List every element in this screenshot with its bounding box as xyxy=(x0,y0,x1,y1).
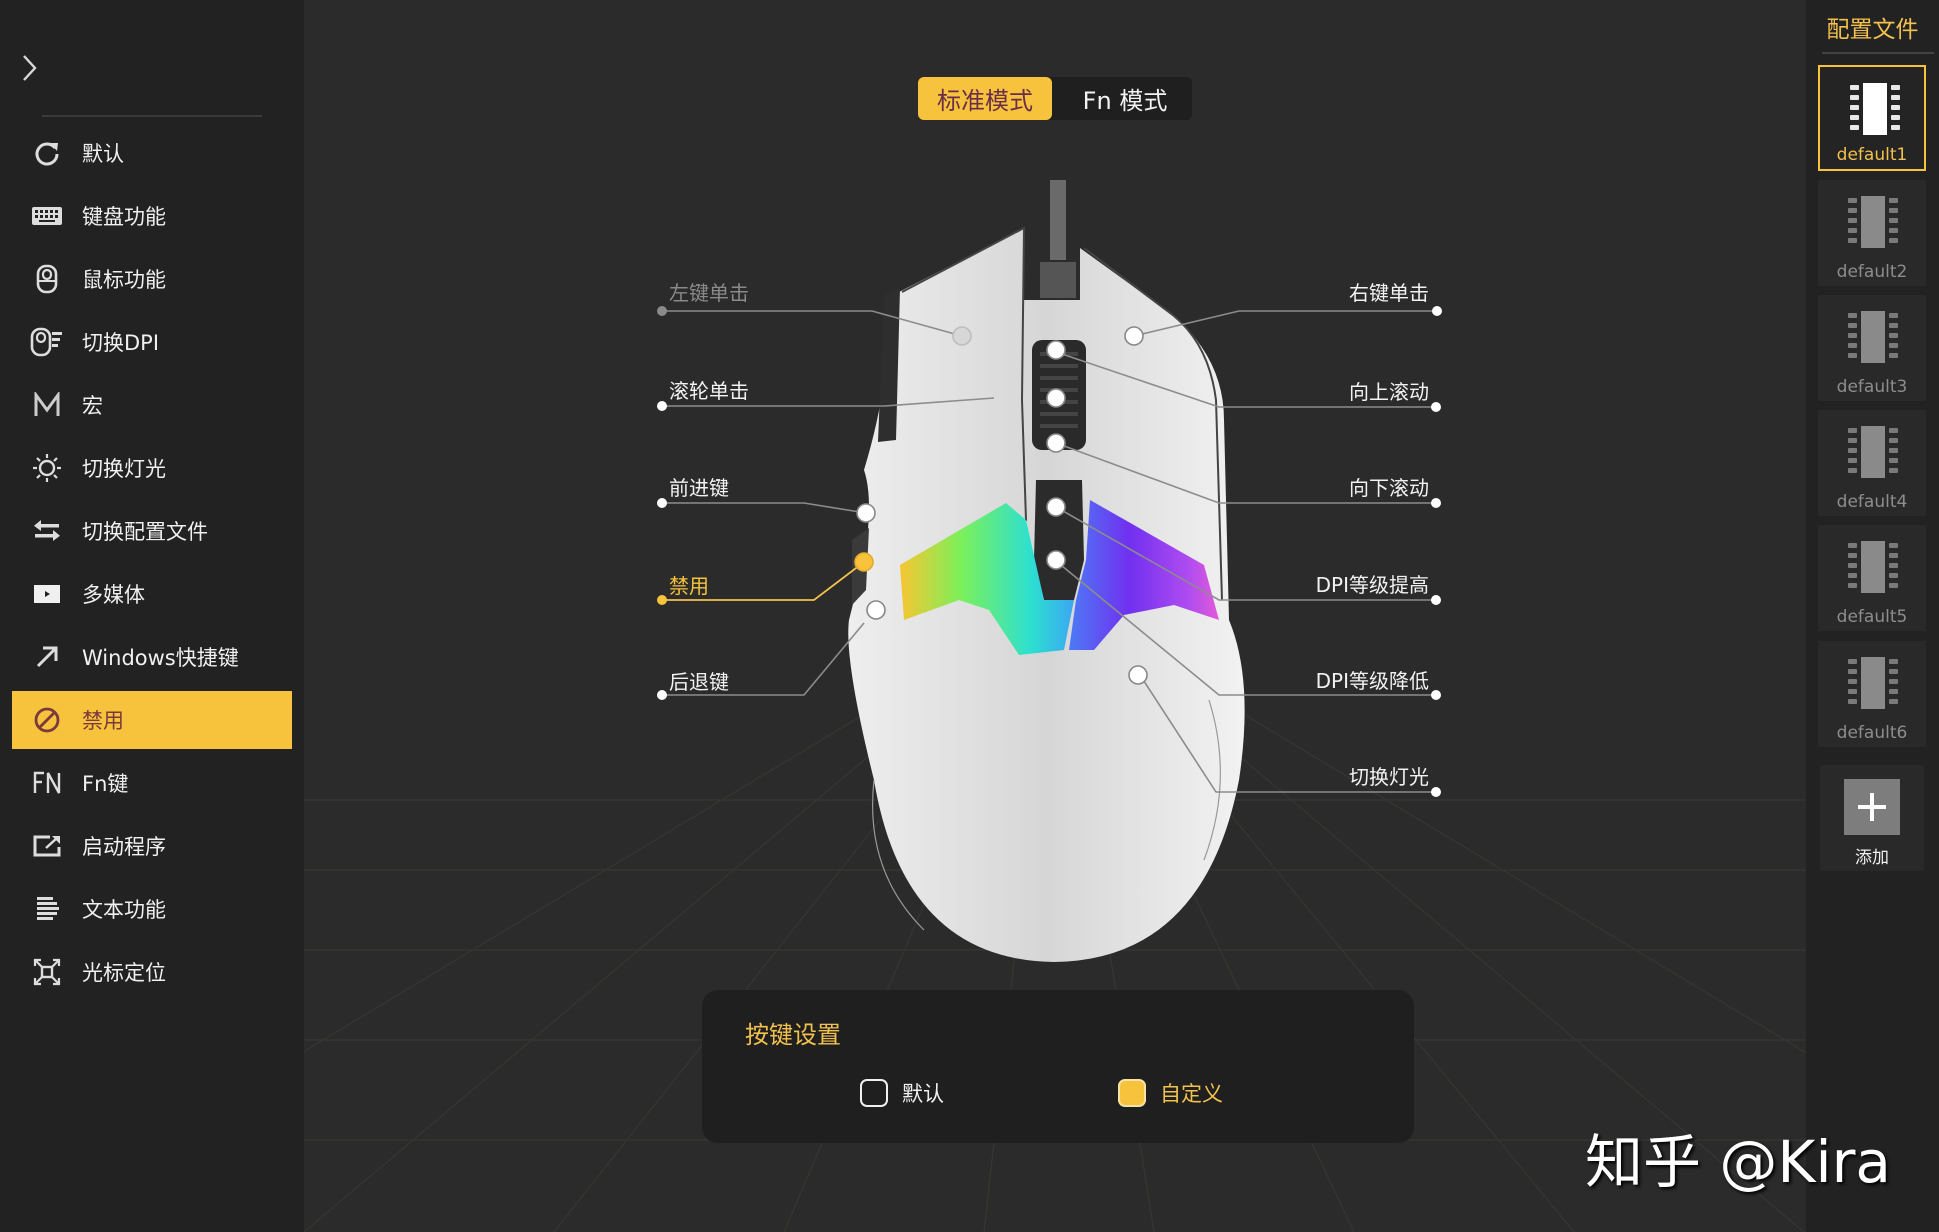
film-profile-icon xyxy=(1848,196,1898,248)
option-default[interactable]: 默认 xyxy=(860,1078,944,1108)
sidebar-item-label: 文本功能 xyxy=(82,898,166,922)
sidebar-item-text[interactable]: 文本功能 xyxy=(12,880,292,938)
plus-icon xyxy=(1844,779,1900,835)
media-icon xyxy=(12,584,82,604)
disable-icon xyxy=(12,706,82,734)
film-profile-icon xyxy=(1848,426,1898,478)
dpi-icon xyxy=(12,327,82,357)
profile-label: default2 xyxy=(1836,262,1908,282)
keyboard-icon xyxy=(12,205,82,227)
film-profile-icon xyxy=(1848,657,1898,709)
sidebar-item-disable[interactable]: 禁用 xyxy=(12,691,292,749)
callout-right-click[interactable]: 右键单击 xyxy=(1349,281,1429,305)
sidebar-item-label: 宏 xyxy=(82,394,103,418)
profile-card-default6[interactable]: default6 xyxy=(1818,641,1926,747)
option-default-label: 默认 xyxy=(902,1082,944,1106)
key-settings-title: 按键设置 xyxy=(745,1021,841,1049)
callout-wheel-click[interactable]: 滚轮单击 xyxy=(669,379,749,403)
callout-disabled-button[interactable]: 禁用 xyxy=(669,574,709,598)
sidebar-item-default[interactable]: 默认 xyxy=(12,124,292,182)
sidebar-item-label: 禁用 xyxy=(82,709,124,733)
sidebar-item-label: 多媒体 xyxy=(82,583,145,607)
light-icon xyxy=(12,453,82,483)
profile-label: default5 xyxy=(1836,607,1908,627)
option-custom[interactable]: 自定义 xyxy=(1118,1078,1223,1108)
mouse-illustration xyxy=(657,180,1442,962)
mouse-icon xyxy=(12,264,82,294)
launch-program-icon xyxy=(12,834,82,858)
chevron-right-icon[interactable] xyxy=(16,50,42,86)
add-profile-label: 添加 xyxy=(1855,848,1889,868)
mode-tab-group: 标准模式 Fn 模式 xyxy=(918,77,1192,120)
callout-back-button[interactable]: 后退键 xyxy=(669,670,729,694)
sidebar-item-label: Windows快捷键 xyxy=(82,646,239,670)
profile-divider xyxy=(1822,52,1934,54)
sidebar-item-label: 切换DPI xyxy=(82,331,160,355)
callout-scroll-up[interactable]: 向上滚动 xyxy=(1349,380,1429,404)
macro-icon xyxy=(12,392,82,418)
film-profile-icon xyxy=(1850,83,1900,135)
profile-card-default4[interactable]: default4 xyxy=(1818,410,1926,516)
checkbox-custom[interactable] xyxy=(1118,1079,1146,1107)
watermark: 知乎 @Kira xyxy=(1585,1128,1891,1196)
profile-panel-title: 配置文件 xyxy=(1826,17,1919,43)
profile-card-default2[interactable]: default2 xyxy=(1818,180,1926,286)
checkbox-default[interactable] xyxy=(860,1079,888,1107)
sidebar-item-mouse[interactable]: 鼠标功能 xyxy=(12,250,292,308)
film-profile-icon xyxy=(1848,311,1898,363)
profile-label: default3 xyxy=(1836,377,1908,397)
sidebar-item-light[interactable]: 切换灯光 xyxy=(12,439,292,497)
left-click-hotspot xyxy=(952,326,972,346)
sidebar-item-label: 光标定位 xyxy=(82,961,166,985)
profile-label: default1 xyxy=(1836,145,1908,165)
sidebar-item-label: 启动程序 xyxy=(82,835,166,859)
tab-fn-mode[interactable]: Fn 模式 xyxy=(1058,77,1192,120)
profile-card-default3[interactable]: default3 xyxy=(1818,295,1926,401)
sidebar-item-macro[interactable]: 宏 xyxy=(12,376,292,434)
tab-standard-mode[interactable]: 标准模式 xyxy=(918,77,1052,120)
sidebar-item-switch-profile[interactable]: 切换配置文件 xyxy=(12,502,292,560)
shortcut-arrow-icon xyxy=(12,644,82,670)
sidebar-item-windows-shortcut[interactable]: Windows快捷键 xyxy=(12,628,292,686)
callout-switch-light[interactable]: 切换灯光 xyxy=(1349,765,1429,789)
add-profile-button[interactable]: 添加 xyxy=(1820,765,1924,871)
switch-profile-icon xyxy=(12,519,82,543)
sidebar-item-label: 默认 xyxy=(82,142,124,166)
key-settings-panel: 按键设置 默认 自定义 xyxy=(702,990,1414,1143)
callout-dpi-down[interactable]: DPI等级降低 xyxy=(1315,669,1429,693)
callout-dpi-up[interactable]: DPI等级提高 xyxy=(1315,573,1429,597)
profile-label: default6 xyxy=(1836,723,1908,743)
reset-icon xyxy=(12,139,82,167)
function-sidebar: 默认 键盘功能 鼠标功能 切换DPI 宏 切换灯光 切换配置文件 xyxy=(0,0,304,1232)
sidebar-item-label: 鼠标功能 xyxy=(82,268,166,292)
fn-icon xyxy=(12,771,82,795)
sidebar-item-label: 切换灯光 xyxy=(82,457,166,481)
sidebar-item-dpi[interactable]: 切换DPI xyxy=(12,313,292,371)
film-profile-icon xyxy=(1848,541,1898,593)
sidebar-divider xyxy=(42,115,262,117)
sidebar-item-label: 切换配置文件 xyxy=(82,520,208,544)
option-custom-label: 自定义 xyxy=(1160,1082,1223,1106)
profile-panel: 配置文件 default1 default2 default3 default4… xyxy=(1806,0,1939,1232)
profile-card-default1[interactable]: default1 xyxy=(1818,65,1926,171)
mouse-config-stage: 标准模式 Fn 模式 xyxy=(304,0,1806,1232)
sidebar-item-keyboard[interactable]: 键盘功能 xyxy=(12,187,292,245)
profile-card-default5[interactable]: default5 xyxy=(1818,525,1926,631)
text-icon xyxy=(12,896,82,922)
sidebar-item-cursor-position[interactable]: 光标定位 xyxy=(12,943,292,1001)
sidebar-item-label: Fn键 xyxy=(82,772,129,796)
sidebar-item-fn-key[interactable]: Fn键 xyxy=(12,754,292,812)
sidebar-item-label: 键盘功能 xyxy=(82,205,166,229)
callout-forward-button[interactable]: 前进键 xyxy=(669,476,729,500)
callout-scroll-down[interactable]: 向下滚动 xyxy=(1349,476,1429,500)
sidebar-item-media[interactable]: 多媒体 xyxy=(12,565,292,623)
cursor-position-icon xyxy=(12,958,82,986)
profile-label: default4 xyxy=(1836,492,1908,512)
callout-left-click[interactable]: 左键单击 xyxy=(669,281,749,305)
sidebar-item-launch-program[interactable]: 启动程序 xyxy=(12,817,292,875)
